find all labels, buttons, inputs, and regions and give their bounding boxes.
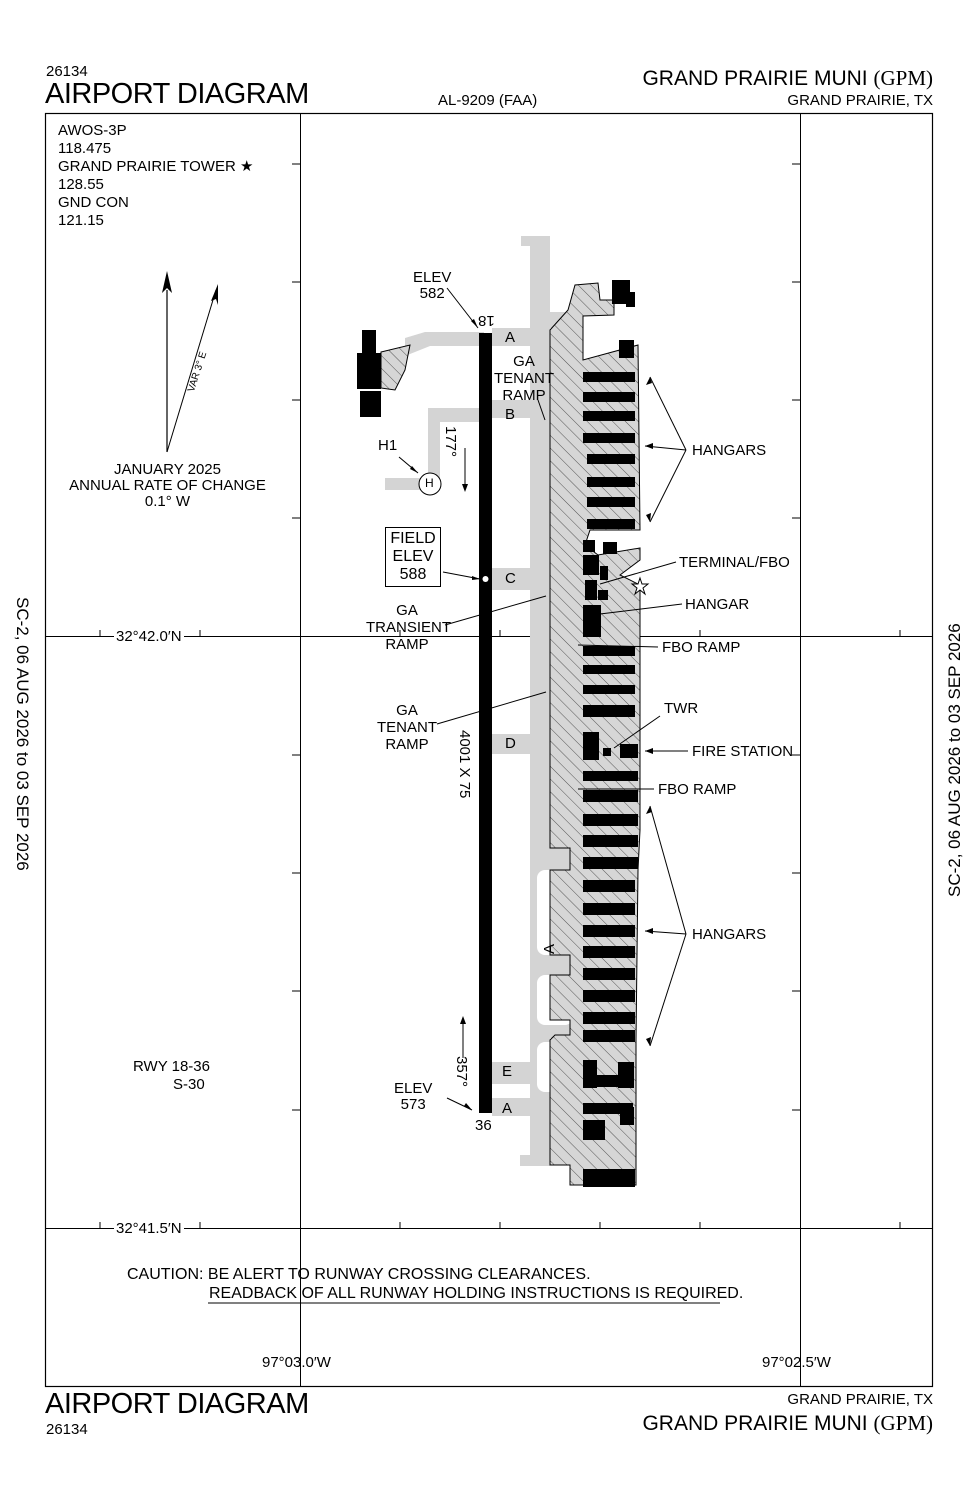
magnetic-block: JANUARY 2025 ANNUAL RATE OF CHANGE 0.1° … bbox=[0, 462, 335, 510]
latitude-north: 32°42.0′N bbox=[114, 628, 184, 645]
elev-north-label: ELEV bbox=[413, 269, 452, 286]
runway-dimensions: 4001 X 75 bbox=[456, 730, 473, 799]
magnetic-rate: 0.1° W bbox=[144, 493, 191, 510]
grid-ticks bbox=[99, 163, 901, 1228]
terminal-fbo-label: TERMINAL/FBO bbox=[679, 554, 790, 571]
field-elev-point bbox=[482, 576, 489, 582]
magnetic-rate-label: ANNUAL RATE OF CHANGE bbox=[69, 477, 266, 494]
ramp-label-line: GA bbox=[396, 602, 418, 619]
chart-title: AIRPORT DIAGRAM bbox=[45, 78, 309, 110]
ramp-label-line: RAMP bbox=[385, 736, 429, 753]
runway-18-36 bbox=[479, 333, 492, 1113]
footer-airport-name: GRAND PRAIRIE MUNI (GPM) bbox=[642, 1411, 933, 1436]
taxiway-label-a-parallel: A bbox=[541, 943, 558, 954]
magnetic-date: JANUARY 2025 bbox=[113, 461, 221, 478]
taxiway-label-a-north: A bbox=[505, 329, 516, 346]
ramp-label-line: TENANT bbox=[494, 370, 554, 387]
footer-airport-name-text: GRAND PRAIRIE MUNI bbox=[642, 1412, 868, 1435]
freq-gnd-value: 121.15 bbox=[58, 212, 104, 229]
helipad-symbol: H bbox=[425, 476, 434, 490]
taxiway-label-e: E bbox=[502, 1063, 513, 1080]
ramp-label-line: RAMP bbox=[502, 387, 546, 404]
chart-frame bbox=[44, 112, 934, 1388]
field-elev-value: 588 bbox=[399, 566, 427, 583]
runway-heading-north: 357° bbox=[453, 1056, 470, 1088]
taxiway-label-a-south: A bbox=[502, 1100, 513, 1117]
footer-city-state: GRAND PRAIRIE, TX bbox=[787, 1391, 933, 1408]
freq-tower-name: GRAND PRAIRIE TOWER ★ bbox=[58, 158, 254, 175]
elev-south-value: 573 bbox=[400, 1096, 426, 1113]
runway-info-line1: RWY 18-36 bbox=[133, 1058, 210, 1075]
procedure-id: AL-9209 (FAA) bbox=[438, 92, 538, 109]
footer-title: AIRPORT DIAGRAM bbox=[45, 1388, 309, 1420]
taxiway-label-c: C bbox=[505, 570, 516, 587]
hangars-label-top: HANGARS bbox=[692, 442, 767, 459]
fire-station-label: FIRE STATION bbox=[692, 743, 794, 760]
ramp-label-line: GA bbox=[513, 353, 535, 370]
footer-airport-id: (GPM) bbox=[873, 1411, 933, 1435]
ramp-label-line: TENANT bbox=[377, 719, 437, 736]
taxiway-label-b: B bbox=[505, 406, 516, 423]
field-elev-line1: FIELD bbox=[390, 530, 436, 547]
hangar-label: HANGAR bbox=[685, 596, 750, 613]
frequency-block: AWOS-3P 118.475 GRAND PRAIRIE TOWER ★ 12… bbox=[58, 122, 253, 230]
caution-line1: CAUTION: BE ALERT TO RUNWAY CROSSING CLE… bbox=[127, 1266, 591, 1283]
elev-north-value: 582 bbox=[419, 285, 445, 302]
runway-18-label: 18 bbox=[478, 312, 495, 329]
freq-tower-value: 128.55 bbox=[58, 176, 104, 193]
ramp-label-line: GA bbox=[396, 702, 418, 719]
field-elev-line2: ELEV bbox=[392, 548, 434, 565]
longitude-east: 97°02.5′W bbox=[762, 1354, 831, 1371]
freq-awos-value: 118.475 bbox=[58, 140, 112, 157]
runway-info: RWY 18-36 S-30 bbox=[133, 1058, 210, 1094]
airport-name-header: GRAND PRAIRIE MUNI (GPM) bbox=[642, 66, 933, 91]
fbo-ramp-label-1: FBO RAMP bbox=[662, 639, 741, 656]
field-elevation-box: FIELD ELEV 588 bbox=[385, 527, 441, 587]
runway-heading-south: 177° bbox=[442, 426, 459, 458]
freq-awos-name: AWOS-3P bbox=[58, 122, 127, 139]
latitude-south: 32°41.5′N bbox=[114, 1220, 184, 1237]
runway-36-label: 36 bbox=[475, 1117, 492, 1134]
helipad-icon bbox=[418, 472, 442, 496]
hangars-label-bottom: HANGARS bbox=[692, 926, 767, 943]
north-arrow-icon bbox=[162, 271, 218, 453]
runway-info-line2: S-30 bbox=[173, 1076, 205, 1093]
beacon-star-icon bbox=[630, 576, 650, 596]
footer-chart-number: 26134 bbox=[46, 1421, 88, 1438]
ga-tenant-ramp-mid: GA TENANT RAMP bbox=[376, 702, 438, 753]
ramp-label-line: RAMP bbox=[385, 636, 429, 653]
west-buildings bbox=[357, 330, 411, 417]
fbo-ramp-label-2: FBO RAMP bbox=[658, 781, 737, 798]
city-state: GRAND PRAIRIE, TX bbox=[787, 92, 933, 109]
hangar-buildings bbox=[583, 280, 638, 1187]
helipad-label: H1 bbox=[378, 437, 398, 454]
freq-gnd-name: GND CON bbox=[58, 194, 129, 211]
airport-name: GRAND PRAIRIE MUNI bbox=[642, 67, 868, 90]
chart-number: 26134 bbox=[46, 63, 88, 80]
caution-line2: READBACK OF ALL RUNWAY HOLDING INSTRUCTI… bbox=[209, 1285, 744, 1302]
taxiway-label-d: D bbox=[505, 735, 516, 752]
airport-id: (GPM) bbox=[873, 66, 933, 90]
ga-tenant-ramp-top: GA TENANT RAMP bbox=[494, 353, 554, 404]
elev-south-label: ELEV bbox=[394, 1080, 433, 1097]
longitude-west: 97°03.0′W bbox=[262, 1354, 331, 1371]
elev-north: ELEV 582 bbox=[413, 270, 451, 302]
leader-arrowheads bbox=[410, 319, 653, 1110]
elev-south: ELEV 573 bbox=[394, 1081, 432, 1113]
ramp-label-line: TRANSIENT bbox=[366, 619, 452, 636]
ga-transient-ramp: GA TRANSIENT RAMP bbox=[366, 602, 452, 653]
twr-label: TWR bbox=[664, 700, 699, 717]
